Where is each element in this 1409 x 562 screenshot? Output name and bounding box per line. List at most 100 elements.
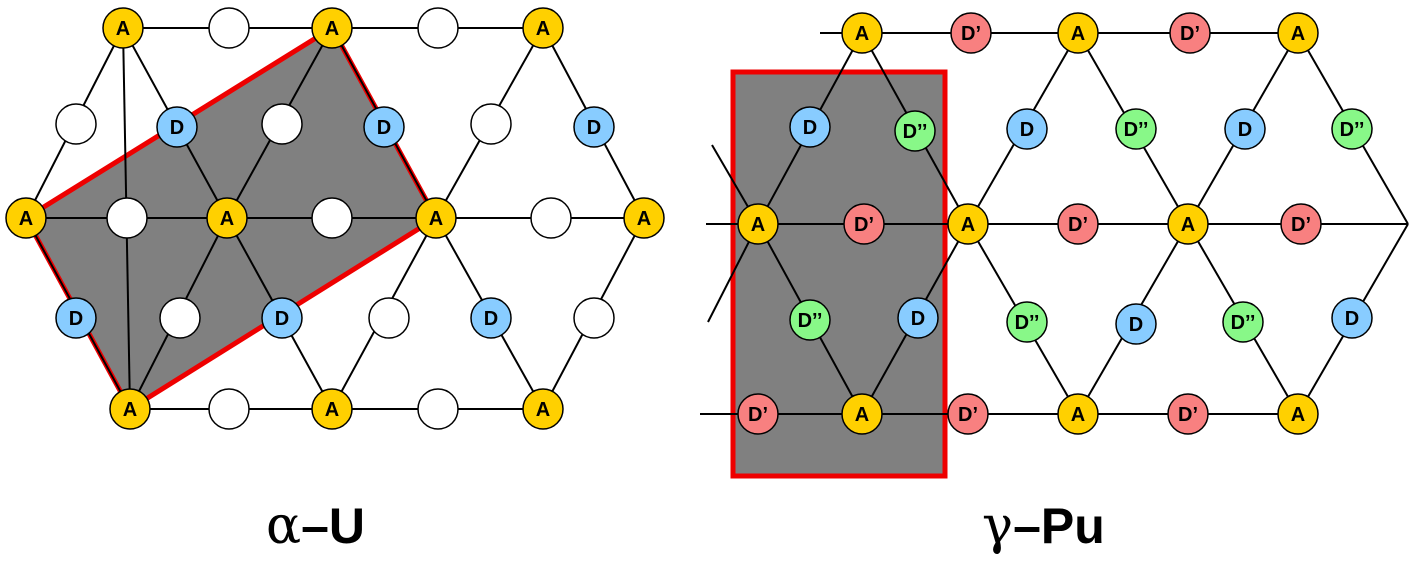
- atom-a: A: [311, 388, 353, 430]
- atom-a-label: A: [325, 399, 339, 421]
- atom-a-label: A: [855, 23, 869, 45]
- atom-a-label: A: [116, 18, 130, 40]
- atom-d-double-prime-label: D’’: [1124, 119, 1149, 141]
- atom-a: A: [841, 393, 883, 435]
- atom-d-prime-circle: [1169, 12, 1211, 54]
- atom-a-circle: [737, 203, 779, 245]
- atom-d-label: D: [275, 308, 289, 330]
- empty-site-circle: [417, 388, 459, 430]
- atom-d-prime-circle: [950, 12, 992, 54]
- atom-d-prime: D’: [1167, 393, 1209, 435]
- atom-d-circle: [573, 106, 615, 148]
- atom-a: A: [5, 197, 47, 239]
- atom-a-label: A: [1291, 23, 1305, 45]
- atom-d-circle: [261, 297, 303, 339]
- atom-a-label: A: [855, 404, 869, 426]
- atom-d-prime-label: D’: [961, 23, 981, 45]
- atom-a-circle: [841, 12, 883, 54]
- atom-d-prime-label: D’: [1180, 23, 1200, 45]
- atom-d-circle: [1006, 108, 1048, 150]
- atom-a-circle: [1277, 12, 1319, 54]
- empty-site-circle: [470, 103, 512, 145]
- atom-d-circle: [789, 106, 831, 148]
- atom-a-circle: [947, 203, 989, 245]
- empty-site-circle: [417, 7, 459, 49]
- atom-d-label: D: [484, 308, 498, 330]
- atom-a: A: [841, 12, 883, 54]
- empty-site: [368, 297, 410, 339]
- atom-d-circle: [156, 106, 198, 148]
- atom-a-label: A: [1071, 23, 1085, 45]
- atom-a: A: [102, 7, 144, 49]
- atom-a-circle: [522, 388, 564, 430]
- empty-site-circle: [530, 197, 572, 239]
- atom-d: D: [1224, 108, 1266, 150]
- atom-d: D: [156, 106, 198, 148]
- empty-site: [417, 388, 459, 430]
- atom-d-circle: [1224, 108, 1266, 150]
- atom-d-double-prime: D’’: [1331, 108, 1373, 150]
- atom-d-double-prime-circle: [789, 299, 831, 341]
- alpha-u-caption: α–U: [266, 496, 365, 556]
- empty-site: [208, 7, 250, 49]
- atom-a-circle: [1277, 393, 1319, 435]
- atom-a-label: A: [536, 18, 550, 40]
- atom-d-prime: D’: [1169, 12, 1211, 54]
- atom-a: A: [311, 7, 353, 49]
- atom-d-prime-circle: [947, 393, 989, 435]
- atom-a-label: A: [19, 208, 33, 230]
- atom-a-circle: [102, 7, 144, 49]
- atom-d-circle: [1331, 297, 1373, 339]
- atom-d-double-prime-circle: [1222, 301, 1264, 343]
- atom-a: A: [1057, 393, 1099, 435]
- atom-a: A: [1167, 203, 1209, 245]
- atom-a-label: A: [429, 208, 443, 230]
- empty-site-circle: [368, 297, 410, 339]
- atom-d-label: D: [377, 117, 391, 139]
- atom-d-double-prime-label: D’’: [1015, 312, 1040, 334]
- atom-d-label: D: [587, 117, 601, 139]
- atom-a: A: [1057, 12, 1099, 54]
- atom-d-prime-circle: [1057, 203, 1099, 245]
- alpha-symbol: α: [266, 496, 302, 556]
- atom-d-prime: D’: [947, 393, 989, 435]
- atom-d-prime-circle: [737, 393, 779, 435]
- atom-d-label: D: [69, 308, 83, 330]
- atom-a-label: A: [961, 214, 975, 236]
- atom-d: D: [363, 106, 405, 148]
- atom-a: A: [206, 197, 248, 239]
- atom-d-prime-circle: [1167, 393, 1209, 435]
- atom-a-circle: [311, 388, 353, 430]
- atom-d-prime: D’: [843, 203, 885, 245]
- atom-d-double-prime-circle: [1331, 108, 1373, 150]
- atom-a-circle: [415, 197, 457, 239]
- gamma-pu-caption-text: –Pu: [1013, 498, 1105, 554]
- atom-a-circle: [311, 7, 353, 49]
- atom-d-double-prime-circle: [1006, 301, 1048, 343]
- atom-d: D: [55, 297, 97, 339]
- atom-a-label: A: [1071, 404, 1085, 426]
- atom-a-label: A: [325, 18, 339, 40]
- gamma-symbol: γ: [982, 496, 1014, 556]
- empty-site: [573, 297, 615, 339]
- atom-d-prime-label: D’: [1291, 214, 1311, 236]
- atom-d-prime-label: D’: [958, 404, 978, 426]
- atom-d-double-prime-label: D’’: [903, 121, 928, 143]
- atom-a-circle: [109, 388, 151, 430]
- atom-a-circle: [623, 197, 665, 239]
- atom-d-prime-label: D’: [854, 214, 874, 236]
- atom-d-double-prime: D’’: [1006, 301, 1048, 343]
- empty-site: [417, 7, 459, 49]
- atom-a-circle: [522, 7, 564, 49]
- atom-d-circle: [55, 297, 97, 339]
- atom-a: A: [737, 203, 779, 245]
- atom-a-label: A: [1291, 404, 1305, 426]
- atom-a-label: A: [637, 208, 651, 230]
- atom-a: A: [522, 7, 564, 49]
- empty-site-circle: [208, 388, 250, 430]
- atom-d: D: [789, 106, 831, 148]
- atom-d-prime: D’: [737, 393, 779, 435]
